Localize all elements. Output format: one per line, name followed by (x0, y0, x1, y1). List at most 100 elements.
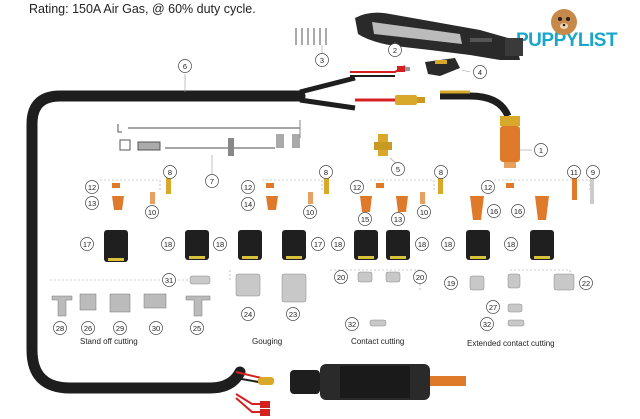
callout-number: 18 (444, 240, 452, 249)
callout-circle (434, 165, 448, 179)
callout-12: 12 (350, 180, 364, 194)
torch-neck (440, 90, 520, 168)
callout-number: 12 (353, 183, 361, 192)
guide-rod-assembly (117, 120, 301, 156)
callout-18: 18 (415, 237, 429, 251)
callout-12: 12 (481, 180, 495, 194)
callout-number: 16 (490, 207, 498, 216)
shield-cups (104, 230, 554, 262)
callout-circle (413, 270, 427, 284)
callout-22: 22 (579, 276, 593, 290)
callout-circle (331, 237, 345, 251)
callout-number: 11 (570, 168, 578, 177)
electrode-parts (112, 183, 514, 188)
callout-circle (481, 180, 495, 194)
callout-number: 30 (152, 324, 160, 333)
callout-number: 2 (393, 46, 397, 55)
callout-circle (81, 321, 95, 335)
callout-15: 15 (358, 212, 372, 226)
callout-circle (161, 237, 175, 251)
swirl-ring-parts (150, 178, 594, 204)
callout-circle (213, 237, 227, 251)
callout-number: 13 (88, 199, 96, 208)
callout-number: 17 (314, 240, 322, 249)
callout-circle (511, 204, 525, 218)
callout-circle (241, 180, 255, 194)
callout-number: 15 (361, 215, 369, 224)
callout-11: 11 (567, 165, 581, 179)
callout-number: 20 (337, 273, 345, 282)
deflectors (189, 271, 575, 327)
callout-circle (205, 174, 219, 188)
callout-number: 4 (478, 68, 482, 77)
callout-number: 12 (88, 183, 96, 192)
callout-16: 16 (511, 204, 525, 218)
callout-circle (315, 53, 329, 67)
callout-number: 27 (489, 303, 497, 312)
callout-18: 18 (331, 237, 345, 251)
callout-number: 8 (324, 168, 328, 177)
callout-12: 12 (241, 180, 255, 194)
callout-circle (417, 205, 431, 219)
callout-circle (391, 212, 405, 226)
callout-number: 3 (320, 56, 324, 65)
shield-cup-bands (108, 256, 550, 261)
callout-2: 2 (388, 43, 402, 57)
callout-circle (480, 317, 494, 331)
puppy-logo-icon (551, 9, 577, 35)
callout-number: 24 (244, 310, 252, 319)
callout-number: 9 (591, 168, 595, 177)
torch-handle (355, 12, 523, 61)
callout-28: 28 (53, 321, 67, 335)
callout-14: 14 (241, 197, 255, 211)
callout-12: 12 (85, 180, 99, 194)
callout-8: 8 (163, 165, 177, 179)
callout-8: 8 (434, 165, 448, 179)
callout-number: 18 (334, 240, 342, 249)
callout-circle (241, 307, 255, 321)
callout-number: 12 (484, 183, 492, 192)
rating-text: Rating: 150A Air Gas, @ 60% duty cycle. (29, 2, 256, 16)
callout-number: 20 (416, 273, 424, 282)
callout-circle (85, 196, 99, 210)
callout-20: 20 (334, 270, 348, 284)
callout-23: 23 (286, 307, 300, 321)
callout-20: 20 (413, 270, 427, 284)
callout-circle (113, 321, 127, 335)
callout-10: 10 (303, 205, 317, 219)
callout-circle (190, 321, 204, 335)
callout-number: 32 (483, 320, 491, 329)
part-5-body (374, 134, 392, 156)
callout-circle (567, 165, 581, 179)
callout-number: 6 (183, 62, 187, 71)
callout-circle (241, 197, 255, 211)
callout-circle (178, 59, 192, 73)
stand-off-guides (51, 293, 211, 317)
callout-1: 1 (534, 143, 548, 157)
callout-circle (358, 212, 372, 226)
callout-number: 12 (244, 183, 252, 192)
trigger-assembly (425, 58, 460, 76)
callout-number: 1 (539, 146, 543, 155)
callout-29: 29 (113, 321, 127, 335)
springs-icon (295, 28, 327, 45)
caption-contact: Contact cutting (351, 337, 405, 346)
callout-circle (319, 165, 333, 179)
callout-10: 10 (417, 205, 431, 219)
callout-19: 19 (444, 276, 458, 290)
callout-18: 18 (213, 237, 227, 251)
rear-connector (235, 364, 466, 416)
callout-27: 27 (486, 300, 500, 314)
callout-13: 13 (391, 212, 405, 226)
callout-4: 4 (473, 65, 487, 79)
callout-circle (163, 165, 177, 179)
callout-18: 18 (504, 237, 518, 251)
callout-circle (53, 321, 67, 335)
callout-circle (80, 237, 94, 251)
caption-stand-off: Stand off cutting (80, 337, 138, 346)
callout-circle (586, 165, 600, 179)
caption-gouging: Gouging (252, 337, 283, 346)
callout-number: 7 (210, 177, 214, 186)
callout-number: 8 (168, 168, 172, 177)
callout-number: 14 (244, 200, 252, 209)
